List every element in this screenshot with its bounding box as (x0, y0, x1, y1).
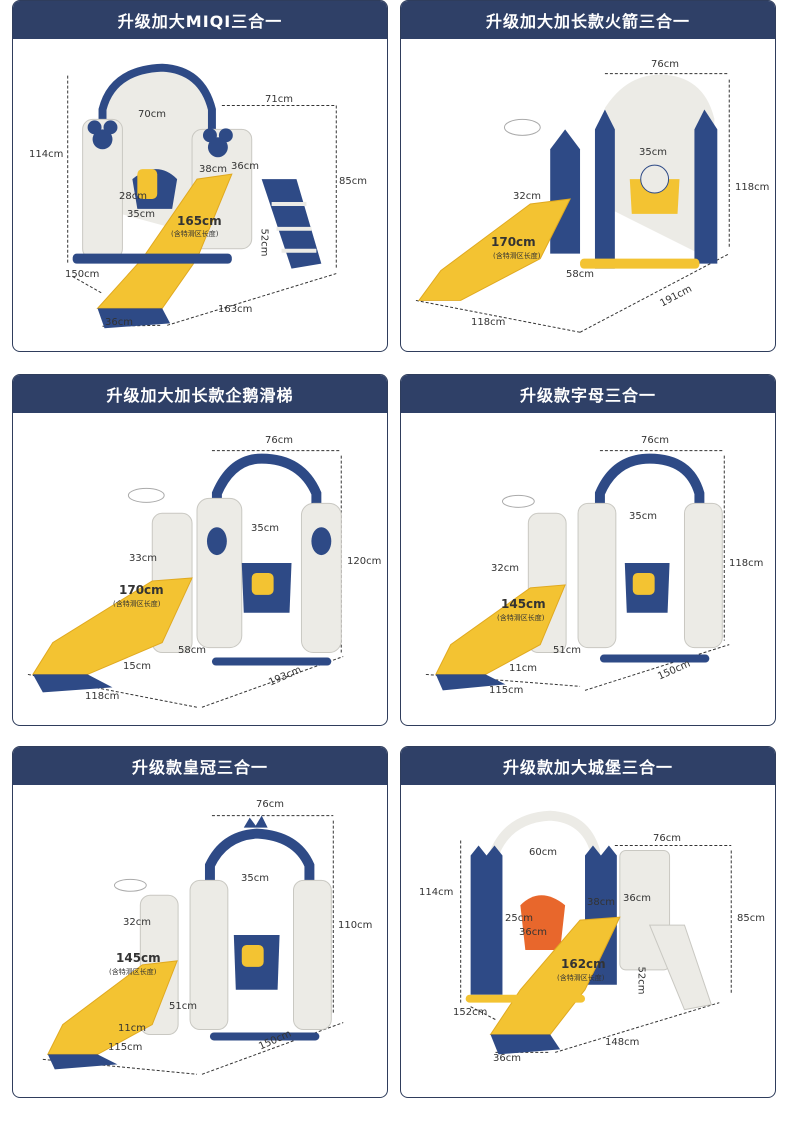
slide-swing-illustration (67, 63, 337, 329)
dim-depth: 71cm (265, 94, 293, 105)
dim-depth: 115cm (108, 1042, 143, 1053)
product-card-rocket[interactable]: 升级加大加长款火箭三合一 76cm 35cm 32cm 118cm 170cm … (400, 0, 776, 352)
slide-length-note: (含特滑区长度) (113, 600, 161, 608)
dim-slide-end: 11cm (509, 663, 537, 674)
dim-platform-height: 52cm (635, 966, 647, 995)
dim-seat-height: 25cm (505, 913, 533, 924)
dim-slide-end: 15cm (123, 661, 151, 672)
dim-swing-width: 60cm (529, 847, 557, 858)
dim-slide-width: 32cm (513, 191, 541, 202)
slide-length-note: (含特滑区长度) (557, 974, 605, 982)
product-card-penguin[interactable]: 升级加大加长款企鹅滑梯 76cm 35cm 33cm 120cm (12, 374, 388, 726)
dim-slide-length: 145cm (501, 597, 546, 611)
card-title: 升级款字母三合一 (401, 375, 775, 413)
dim-seat-width: 35cm (241, 873, 269, 884)
dim-seat-width: 35cm (639, 147, 667, 158)
card-title: 升级加大加长款企鹅滑梯 (13, 375, 387, 413)
dim-platform-height: 51cm (553, 645, 581, 656)
dim-slide-length: 162cm (561, 957, 606, 971)
dim-seat-height: 28cm (119, 191, 147, 202)
dim-platform-height: 58cm (178, 645, 206, 656)
card-title: 升级款加大城堡三合一 (401, 747, 775, 785)
card-title: 升级加大加长款火箭三合一 (401, 1, 775, 39)
dim-width: 76cm (653, 833, 681, 844)
dim-swing-depth: 150cm (65, 269, 100, 280)
dim-slide-width: 38cm (587, 897, 615, 908)
dim-slide-length: 170cm (491, 235, 536, 249)
dim-seat-width: 36cm (519, 927, 547, 938)
product-card-crown[interactable]: 升级款皇冠三合一 76cm 35cm 32cm 110cm 145cm (12, 746, 388, 1098)
dim-swing-width: 70cm (138, 109, 166, 120)
product-image-letter: 76cm 35cm 32cm 118cm 145cm (含特滑区长度) 51cm… (401, 413, 775, 725)
product-card-miqi[interactable]: 升级加大MIQI三合一 (12, 0, 388, 352)
dim-height: 114cm (419, 887, 454, 898)
product-image-miqi: 114cm 70cm 71cm 38cm 36cm 85cm 28cm 35cm… (13, 39, 387, 351)
product-image-castle: 60cm 76cm 114cm 38cm 36cm 85cm 25cm 36cm… (401, 785, 775, 1097)
slide-swing-illustration (27, 450, 344, 708)
slide-swing-illustration (425, 450, 730, 691)
dim-platform: 36cm (623, 893, 651, 904)
dim-total-length: 163cm (218, 304, 253, 315)
dim-slide-length: 170cm (119, 583, 164, 597)
dim-slide-end: 36cm (105, 317, 133, 328)
dim-depth: 118cm (85, 691, 120, 702)
dim-slide-width: 32cm (491, 563, 519, 574)
product-image-rocket: 76cm 35cm 32cm 118cm 170cm (含特滑区长度) 58cm… (401, 39, 775, 351)
dim-depth: 115cm (489, 685, 524, 696)
dim-seat-width: 35cm (127, 209, 155, 220)
dim-frame-height: 85cm (737, 913, 765, 924)
dim-seat-width: 35cm (251, 523, 279, 534)
dim-height: 118cm (729, 558, 764, 569)
dim-slide-width: 38cm (199, 164, 227, 175)
dim-frame-height: 85cm (339, 176, 367, 187)
slide-length-note: (含特滑区长度) (493, 252, 541, 260)
dim-height: 118cm (735, 182, 770, 193)
slide-length-note: (含特滑区长度) (171, 230, 219, 238)
card-title: 升级加大MIQI三合一 (13, 1, 387, 39)
product-card-castle[interactable]: 升级款加大城堡三合一 60cm 76cm 114cm 38cm 36cm (400, 746, 776, 1098)
dim-seat-width: 35cm (629, 511, 657, 522)
product-image-penguin: 76cm 35cm 33cm 120cm 170cm (含特滑区长度) 58cm… (13, 413, 387, 725)
dim-height: 110cm (338, 920, 373, 931)
slide-swing-illustration (415, 73, 730, 333)
dim-platform-height: 58cm (566, 269, 594, 280)
dim-slide-length: 165cm (177, 214, 222, 228)
dim-width: 76cm (256, 799, 284, 810)
product-card-letter[interactable]: 升级款字母三合一 76cm 35cm 32cm 118cm 145cm (含特滑… (400, 374, 776, 726)
dim-platform: 36cm (231, 161, 259, 172)
dim-slide-width: 33cm (129, 553, 157, 564)
dim-platform-height: 52cm (258, 228, 270, 257)
dim-slide-length: 145cm (116, 951, 161, 965)
dim-slide-end: 11cm (118, 1023, 146, 1034)
dim-slide-width: 32cm (123, 917, 151, 928)
dim-swing-depth: 152cm (453, 1007, 488, 1018)
dim-width: 76cm (651, 59, 679, 70)
dim-width: 76cm (265, 435, 293, 446)
slide-swing-illustration (42, 815, 344, 1075)
dim-height: 114cm (29, 149, 64, 160)
dim-slide-end: 36cm (493, 1053, 521, 1064)
slide-length-note: (含特滑区长度) (497, 614, 545, 622)
product-image-crown: 76cm 35cm 32cm 110cm 145cm (含特滑区长度) 51cm… (13, 785, 387, 1097)
slide-length-note: (含特滑区长度) (109, 968, 157, 976)
card-title: 升级款皇冠三合一 (13, 747, 387, 785)
dim-width: 76cm (641, 435, 669, 446)
dim-platform-height: 51cm (169, 1001, 197, 1012)
slide-swing-illustration (460, 810, 732, 1055)
dim-depth: 118cm (471, 317, 506, 328)
dim-height: 120cm (347, 556, 382, 567)
dim-total-length: 148cm (605, 1037, 640, 1048)
